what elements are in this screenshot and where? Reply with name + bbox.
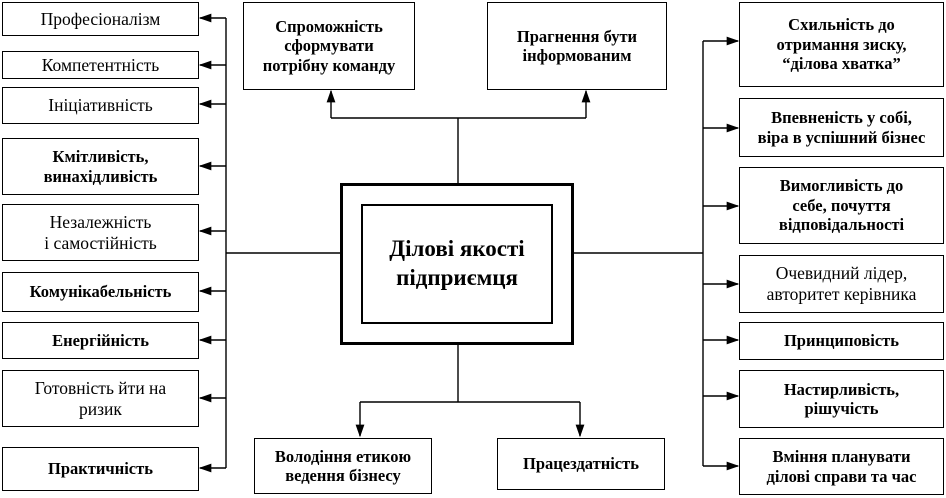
left-node-label: Готовність йти на ризик — [34, 377, 167, 419]
right-node-5: Принциповість — [739, 322, 944, 360]
left-node-4: Кмітливість, винахідливість — [2, 138, 199, 195]
top-node-label: Спроможність сформувати потрібну команду — [262, 16, 396, 75]
top-node-label: Прагнення бути інформованим — [516, 26, 638, 65]
left-node-6: Комунікабельність — [2, 272, 199, 312]
right-node-6: Настирливість, рішучість — [739, 370, 944, 428]
right-node-7: Вміння планувати ділові справи та час — [739, 438, 944, 495]
right-node-label: Настирливість, рішучість — [783, 379, 900, 418]
center-node: Ділові якості підприємця — [361, 204, 553, 324]
right-node-label: Очевидний лідер, авторитет керівника — [766, 263, 917, 304]
left-node-8: Готовність йти на ризик — [2, 370, 199, 427]
top-node-2: Прагнення бути інформованим — [487, 2, 667, 90]
left-node-label: Енергійність — [52, 330, 149, 350]
left-node-label: Практичність — [48, 459, 153, 479]
left-node-label: Компетентність — [41, 54, 160, 75]
left-node-3: Ініціативність — [2, 87, 199, 124]
right-node-3: Вимогливість до себе, почуття відповідал… — [739, 167, 944, 244]
center-node-label: Ділові якості підприємця — [389, 236, 525, 290]
left-node-9: Практичність — [2, 447, 199, 491]
bottom-node-label: Володіння етикою ведення бізнесу — [274, 446, 412, 485]
left-node-2: Компетентність — [2, 51, 199, 79]
left-node-7: Енергійність — [2, 322, 199, 359]
right-node-label: Принциповість — [783, 331, 900, 351]
left-node-1: Професіоналізм — [2, 2, 199, 36]
left-node-label: Професіоналізм — [40, 8, 161, 29]
left-node-label: Комунікабельність — [29, 282, 172, 302]
right-node-label: Впевненість у собі, віра в успішний бізн… — [757, 108, 926, 147]
right-node-label: Вміння планувати ділові справи та час — [766, 447, 917, 486]
left-node-label: Незалежність і самостійність — [44, 211, 157, 253]
top-node-1: Спроможність сформувати потрібну команду — [243, 2, 415, 90]
right-node-label: Вимогливість до себе, почуття відповідал… — [778, 176, 905, 235]
right-node-1: Схильність до отримання зиску, “ділова х… — [739, 2, 944, 87]
bottom-node-1: Володіння етикою ведення бізнесу — [254, 438, 432, 494]
right-node-2: Впевненість у собі, віра в успішний бізн… — [739, 98, 944, 157]
left-node-label: Кмітливість, винахідливість — [43, 147, 158, 186]
right-node-4: Очевидний лідер, авторитет керівника — [739, 255, 944, 313]
right-node-label: Схильність до отримання зиску, “ділова х… — [776, 15, 907, 74]
left-node-5: Незалежність і самостійність — [2, 204, 199, 261]
bottom-node-2: Працездатність — [497, 438, 665, 490]
bottom-node-label: Працездатність — [523, 454, 639, 474]
left-node-label: Ініціативність — [48, 95, 153, 116]
